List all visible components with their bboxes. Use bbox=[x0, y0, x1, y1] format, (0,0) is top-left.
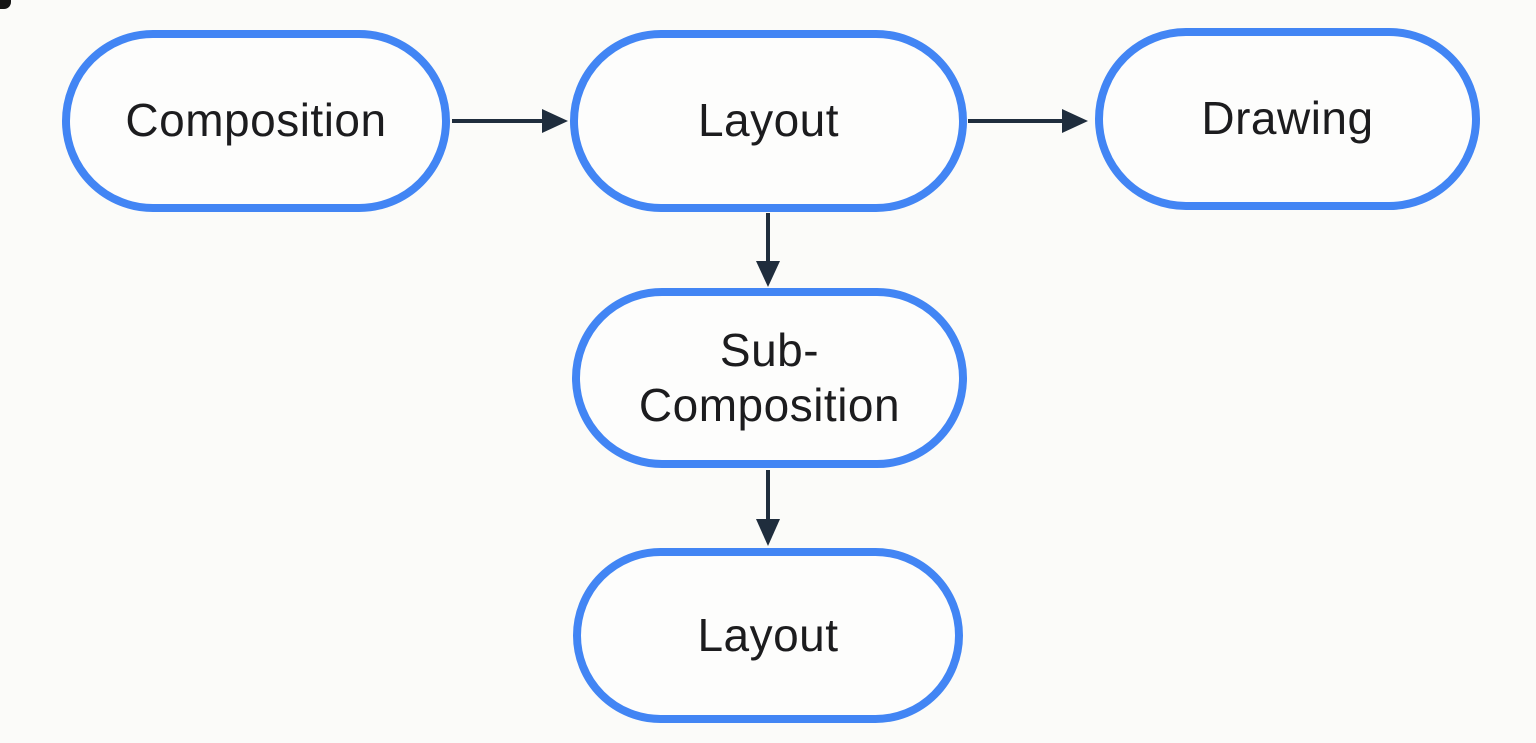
node-layout-label: Layout bbox=[697, 94, 840, 147]
arrow-layout-to-drawing bbox=[968, 109, 1088, 133]
node-composition-label: Composition bbox=[125, 94, 387, 147]
node-drawing: Drawing bbox=[1095, 28, 1480, 210]
screen-corner-artifact bbox=[0, 0, 11, 9]
node-sub-composition-label: Sub- Composition bbox=[638, 323, 901, 431]
arrow-sub-composition-to-layout bbox=[756, 470, 780, 546]
node-layout-2-label: Layout bbox=[697, 608, 839, 661]
arrow-layout-to-sub-composition bbox=[756, 213, 780, 287]
node-drawing-label: Drawing bbox=[1201, 92, 1374, 145]
node-layout: Layout bbox=[570, 30, 967, 212]
node-composition: Composition bbox=[62, 30, 450, 212]
node-layout-2: Layout bbox=[573, 548, 963, 723]
arrow-composition-to-layout bbox=[452, 109, 568, 133]
node-sub-composition: Sub- Composition bbox=[572, 288, 967, 468]
